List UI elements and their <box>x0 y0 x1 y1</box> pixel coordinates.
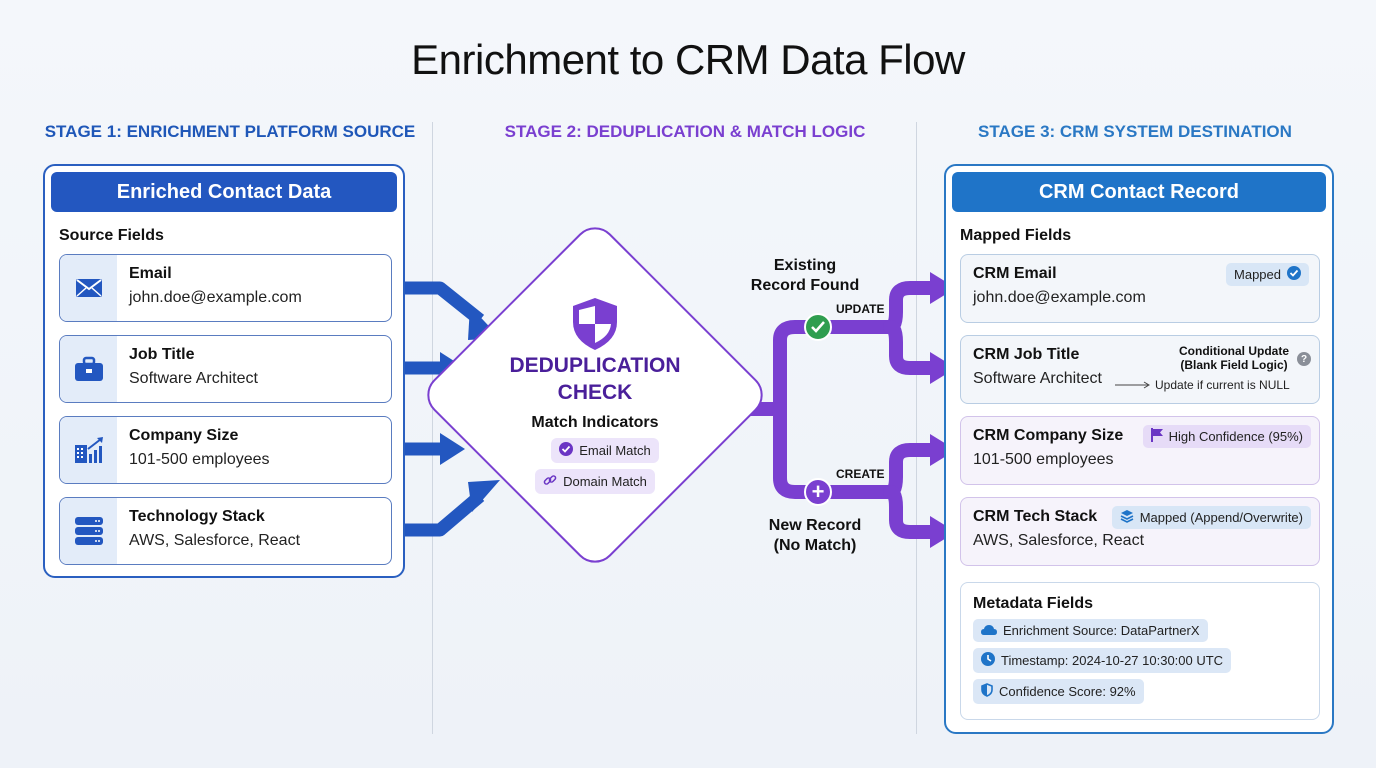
crm-field-tech-stack[interactable]: CRM Tech Stack AWS, Salesforce, React Ma… <box>960 497 1320 566</box>
field-value: Software Architect <box>129 370 258 387</box>
field-value: 101-500 employees <box>973 451 1114 468</box>
confidence-badge: High Confidence (95%) <box>1142 425 1311 448</box>
flag-icon <box>1150 428 1163 445</box>
rule-text: Update if current is NULL <box>1155 378 1290 392</box>
create-plus-icon: + <box>804 478 832 506</box>
existing-line1: Existing <box>773 257 837 274</box>
update-rule: Update if current is NULL <box>1115 378 1290 392</box>
field-value: Software Architect <box>973 370 1102 387</box>
field-label: Company Size <box>129 427 239 444</box>
dedup-title-line1: DEDUPLICATION <box>509 354 681 377</box>
metadata-timestamp-chip: Timestamp: 2024-10-27 10:30:00 UTC <box>973 648 1232 673</box>
mapped-fields-label: Mapped Fields <box>960 227 1072 244</box>
email-match-chip: Email Match <box>551 438 659 463</box>
stage-divider <box>916 122 917 734</box>
chip-label: Timestamp: 2024-10-27 10:30:00 UTC <box>1001 653 1224 668</box>
shield-icon <box>981 683 993 700</box>
crm-field-job-title[interactable]: CRM Job Title Software Architect Conditi… <box>960 335 1320 404</box>
mapped-badge: Mapped <box>1226 263 1309 286</box>
chip-label: Email Match <box>579 443 651 458</box>
match-indicators-label: Match Indicators <box>531 414 659 431</box>
help-icon[interactable]: ? <box>1297 352 1311 366</box>
crm-panel-header: CRM Contact Record <box>952 172 1326 212</box>
new-record-label: New Record (No Match) <box>755 516 875 556</box>
branch-to-crm-job-title <box>883 320 942 375</box>
dedup-title: DEDUPLICATION CHECK <box>509 352 680 406</box>
source-panel: Enriched Contact Data Source Fields Emai… <box>43 164 405 578</box>
badge-label: Mapped (Append/Overwrite) <box>1139 510 1303 525</box>
field-value: AWS, Salesforce, React <box>973 532 1145 549</box>
field-label: Job Title <box>129 346 195 363</box>
envelope-icon <box>60 255 117 321</box>
briefcase-icon <box>60 336 117 402</box>
metadata-source-chip: Enrichment Source: DataPartnerX <box>973 619 1208 642</box>
field-label: Email <box>129 265 172 282</box>
note-line2: (Blank Field Logic) <box>1180 358 1288 372</box>
cloud-icon <box>981 623 997 638</box>
dedup-title-line2: CHECK <box>557 381 633 404</box>
diagram-title: Enrichment to CRM Data Flow <box>411 36 965 83</box>
stage-divider <box>432 122 433 734</box>
stage-2-heading: STAGE 2: DEDUPLICATION & MATCH LOGIC <box>504 122 866 141</box>
existing-line2: Record Found <box>750 277 860 294</box>
server-stack-icon <box>60 498 117 564</box>
shield-icon <box>570 296 620 357</box>
field-label: CRM Email <box>973 265 1057 282</box>
field-label: CRM Tech Stack <box>973 508 1098 525</box>
clock-icon <box>981 652 995 669</box>
branch-to-crm-tech-stack <box>883 485 942 539</box>
crm-panel: CRM Contact Record Mapped Fields CRM Ema… <box>944 164 1334 734</box>
arrow-right-icon <box>1115 378 1151 392</box>
create-tag: CREATE <box>836 467 885 481</box>
field-value: john.doe@example.com <box>129 289 302 306</box>
stage-1-heading: STAGE 1: ENRICHMENT PLATFORM SOURCE <box>44 122 416 141</box>
field-label: Technology Stack <box>129 508 265 525</box>
new-line1: New Record <box>768 517 862 534</box>
metadata-card: Metadata Fields Enrichment Source: DataP… <box>960 582 1320 720</box>
source-field-email[interactable]: Email john.doe@example.com <box>59 254 392 322</box>
chip-label: Confidence Score: 92% <box>999 684 1136 699</box>
field-value: john.doe@example.com <box>973 289 1146 306</box>
crm-field-email[interactable]: CRM Email john.doe@example.com Mapped <box>960 254 1320 323</box>
update-check-icon <box>804 313 832 341</box>
branch-to-crm-company-size <box>883 443 942 499</box>
conditional-update-note: Conditional Update (Blank Field Logic) <box>1179 344 1289 372</box>
update-tag: UPDATE <box>836 302 885 316</box>
layers-icon <box>1120 509 1134 526</box>
metadata-label: Metadata Fields <box>973 595 1094 612</box>
dedup-content: DEDUPLICATION CHECK Match Indicators Ema… <box>470 290 720 540</box>
note-line1: Conditional Update <box>1179 344 1289 358</box>
source-field-company-size[interactable]: Company Size 101-500 employees <box>59 416 392 484</box>
branch-to-crm-email <box>883 281 942 334</box>
check-circle-icon <box>559 442 574 459</box>
field-value: AWS, Salesforce, React <box>129 532 301 549</box>
building-chart-icon <box>60 417 117 483</box>
existing-record-label: Existing Record Found <box>745 256 865 296</box>
domain-match-chip: Domain Match <box>535 469 655 494</box>
link-icon <box>543 473 557 490</box>
source-panel-header: Enriched Contact Data <box>51 172 397 212</box>
field-label: CRM Job Title <box>973 346 1080 363</box>
field-value: 101-500 employees <box>129 451 270 468</box>
badge-label: Mapped <box>1234 267 1281 282</box>
field-label: CRM Company Size <box>973 427 1124 444</box>
new-line2: (No Match) <box>773 537 857 554</box>
stage-3-heading: STAGE 3: CRM SYSTEM DESTINATION <box>978 122 1292 141</box>
chip-label: Domain Match <box>563 474 647 489</box>
append-overwrite-badge: Mapped (Append/Overwrite) <box>1111 506 1311 529</box>
metadata-confidence-chip: Confidence Score: 92% <box>973 679 1144 704</box>
check-circle-icon <box>1287 266 1301 283</box>
chip-label: Enrichment Source: DataPartnerX <box>1003 623 1200 638</box>
crm-field-company-size[interactable]: CRM Company Size 101-500 employees High … <box>960 416 1320 485</box>
badge-label: High Confidence (95%) <box>1168 429 1303 444</box>
source-fields-label: Source Fields <box>59 227 164 244</box>
